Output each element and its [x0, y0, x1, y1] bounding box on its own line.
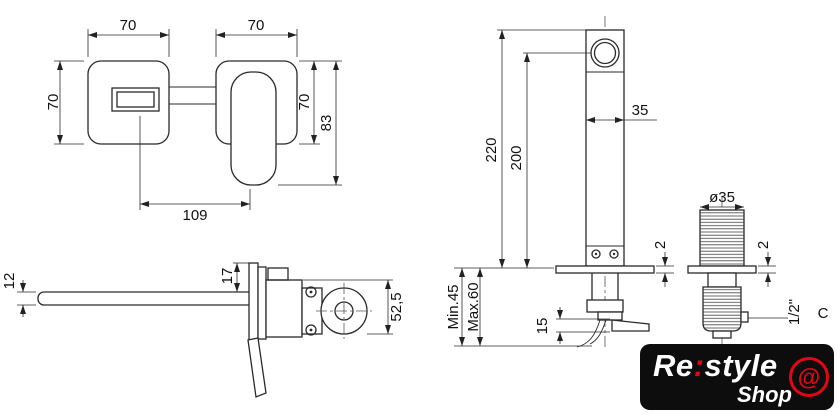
wall-plate-section: [687, 265, 757, 274]
front-view: 70 70 70 70 83: [45, 17, 342, 224]
screw-dot: [309, 290, 313, 294]
dim-label: 200: [508, 145, 525, 170]
dim-outlet-drop: 15: [534, 307, 610, 344]
dim-label: 83: [318, 115, 335, 132]
wall-plate-edge: [248, 262, 259, 344]
dim-bottom-width: 109: [139, 116, 251, 224]
supply-hook-curve-inner: [589, 319, 607, 345]
dim-wall-depth-range: Min.45 Max.60: [445, 268, 592, 347]
cartridge-grooved-body: [702, 286, 742, 332]
thread-size-label: 1/2": [786, 299, 803, 325]
spout-window-outer: [111, 87, 160, 112]
dim-body-height: 52,5: [303, 279, 405, 335]
side-port: [740, 311, 749, 323]
dim-label-min: Min.45: [445, 284, 462, 329]
concealed-valve-view: ø35 2 1/2" C: [687, 189, 829, 350]
logo-wordmark: Re:style: [653, 348, 778, 384]
dim-label: 70: [296, 94, 313, 111]
valve-neck: [707, 272, 737, 288]
side-view: 12 17 52,5: [1, 262, 405, 398]
dim-label: 220: [483, 137, 500, 162]
outlet-nozzle: [611, 319, 650, 332]
left-wall-plate: [87, 60, 170, 145]
mount-bracket: [267, 267, 289, 281]
handle-front: [230, 71, 277, 186]
screw-circle: [609, 249, 619, 259]
dim-label: 15: [534, 318, 551, 335]
screw-circle: [305, 286, 317, 298]
dim-label: ø35: [709, 189, 735, 206]
dim-top-right: 70: [215, 17, 298, 57]
dim-label-max: Max.60: [465, 282, 482, 331]
dim-plate-offset: 17: [219, 262, 249, 292]
mounting-nut: [586, 299, 624, 313]
threaded-cylinder: [699, 209, 745, 267]
logo-word-style: style: [704, 348, 778, 383]
screw-dot: [594, 252, 598, 256]
wall-plate-edge-2: [257, 266, 267, 340]
aerator-circle-inner: [593, 41, 617, 65]
logo-word-re: Re: [653, 348, 694, 383]
at-symbol-icon: @: [797, 363, 821, 390]
installed-view: 220 200 35 2 Min.45 Max.60: [445, 16, 674, 350]
screw-dot: [309, 328, 313, 332]
dim-label: 17: [219, 268, 236, 285]
at-badge: @: [789, 357, 829, 397]
dim-total-height: 220: [454, 29, 586, 269]
screw-dot: [612, 252, 616, 256]
spout-profile: [37, 291, 258, 306]
thread-size-callout: 1/2" C: [748, 299, 829, 325]
logo-colon: :: [693, 348, 705, 383]
handle-lever-profile: [247, 337, 267, 398]
wall-plate-section: [555, 265, 655, 274]
valve-body: [265, 279, 303, 338]
dim-top-left: 70: [87, 17, 170, 57]
dim-label: 70: [248, 17, 265, 34]
supply-hook-curve: [576, 319, 601, 348]
riser-column: [585, 29, 625, 267]
dim-label: 109: [182, 207, 207, 224]
spout-window-inner: [116, 91, 155, 108]
dim-left-height: 70: [45, 60, 84, 145]
dim-spout-thickness: 12: [1, 273, 36, 317]
cartridge-stub: [712, 330, 732, 339]
dim-label: 52,5: [388, 292, 405, 321]
dim-spout-center-height: 200: [508, 52, 591, 268]
dim-plate-thickness-left: 2: [652, 241, 674, 287]
dim-column-width: 35: [586, 102, 657, 123]
port-label: C: [818, 305, 829, 322]
screw-circle: [305, 324, 317, 336]
dim-label: 2: [652, 241, 669, 249]
dim-label: 12: [1, 273, 18, 290]
dim-label: 35: [632, 102, 649, 119]
dim-label: 70: [120, 17, 137, 34]
dim-plate-thickness-right: 2: [755, 241, 776, 287]
dim-label: 2: [755, 241, 772, 249]
restyle-shop-logo: Re:style Shop @: [640, 344, 834, 410]
dim-label: 70: [45, 94, 62, 111]
dim-valve-diameter: ø35: [700, 189, 744, 210]
screw-circle: [591, 249, 601, 259]
dim-right-heights: 70 83: [278, 60, 342, 186]
logo-word-shop: Shop: [737, 382, 792, 407]
outlet-transition: [597, 311, 623, 321]
